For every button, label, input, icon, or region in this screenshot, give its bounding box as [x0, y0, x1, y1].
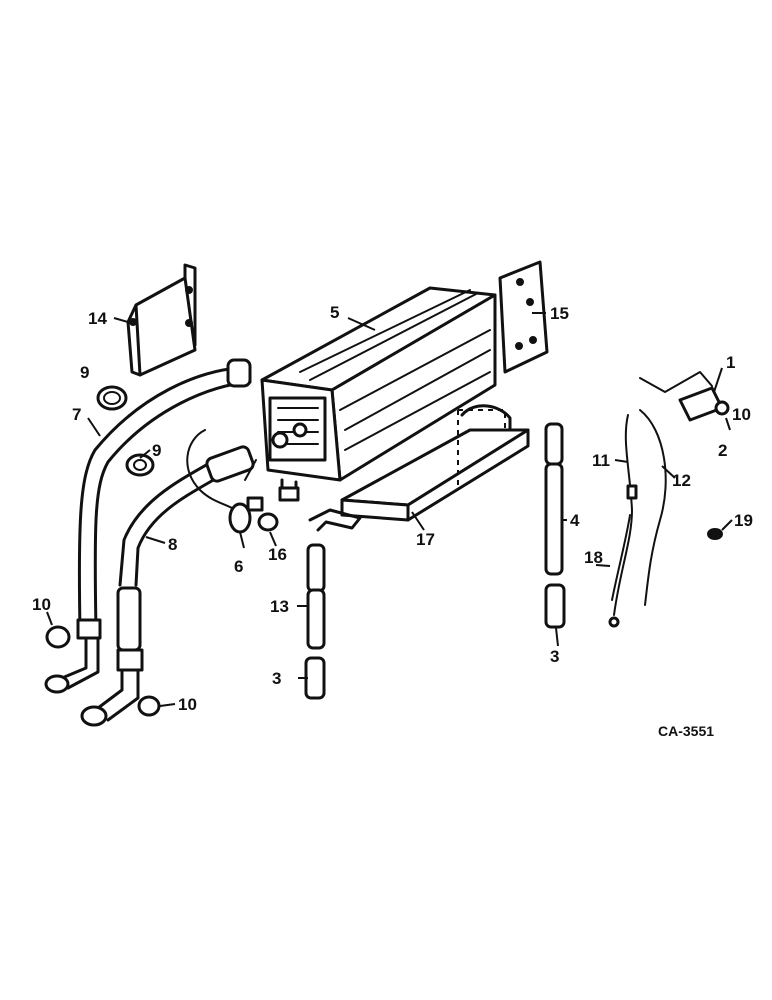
hose-7: [44, 358, 252, 694]
callout-13: 13: [270, 597, 289, 616]
drain-pan-17: [308, 404, 530, 532]
callout-16: 16: [268, 545, 287, 564]
thermostat-switch-1: [639, 371, 724, 422]
callout-18: 18: [584, 548, 603, 567]
callout-11: 11: [592, 451, 610, 470]
bracket-plate-14: [126, 263, 197, 377]
wire-11: [608, 414, 638, 628]
callout-10-bottom: 10: [178, 695, 197, 714]
wire-18: [611, 514, 631, 601]
callout-15: 15: [550, 304, 569, 323]
callout-17: 17: [416, 530, 435, 549]
callout-5: 5: [330, 303, 339, 322]
leader-lines: [46, 312, 733, 707]
evaporator-core-5: [260, 286, 497, 502]
figure-code: CA-3551: [658, 723, 714, 739]
callout-8: 8: [168, 535, 177, 554]
nut-16: [257, 512, 279, 532]
bracket-plate-15: [498, 260, 549, 374]
callout-19: 19: [734, 511, 753, 530]
cap-9-upper: [96, 385, 128, 411]
nut-10-left: [45, 625, 71, 649]
capillary-tube-12: [639, 409, 667, 606]
nut-10-bottom: [137, 695, 161, 717]
drain-tube-13: [306, 543, 326, 650]
callout-9-lower: 9: [152, 441, 161, 460]
callout-7: 7: [72, 405, 81, 424]
callout-3-right: 3: [550, 647, 559, 666]
drain-tube-4: [544, 422, 564, 576]
drain-fitting-3-left: [304, 656, 326, 700]
knob-2: [714, 400, 730, 416]
cap-9-lower: [125, 453, 155, 477]
callout-6: 6: [234, 557, 243, 576]
callout-1: 1: [726, 353, 735, 372]
expansion-valve-6: [186, 429, 264, 534]
callout-9-upper: 9: [80, 363, 89, 382]
callout-10-left: 10: [32, 595, 51, 614]
hose-8: [80, 445, 255, 727]
callout-4: 4: [570, 511, 580, 530]
callout-12: 12: [672, 471, 691, 490]
callout-10-right: 10: [732, 405, 751, 424]
callout-14: 14: [88, 309, 107, 328]
callout-2: 2: [718, 441, 727, 460]
callout-3-left: 3: [272, 669, 281, 688]
drain-fitting-3-right: [544, 583, 566, 629]
grommet-19: [707, 528, 723, 540]
